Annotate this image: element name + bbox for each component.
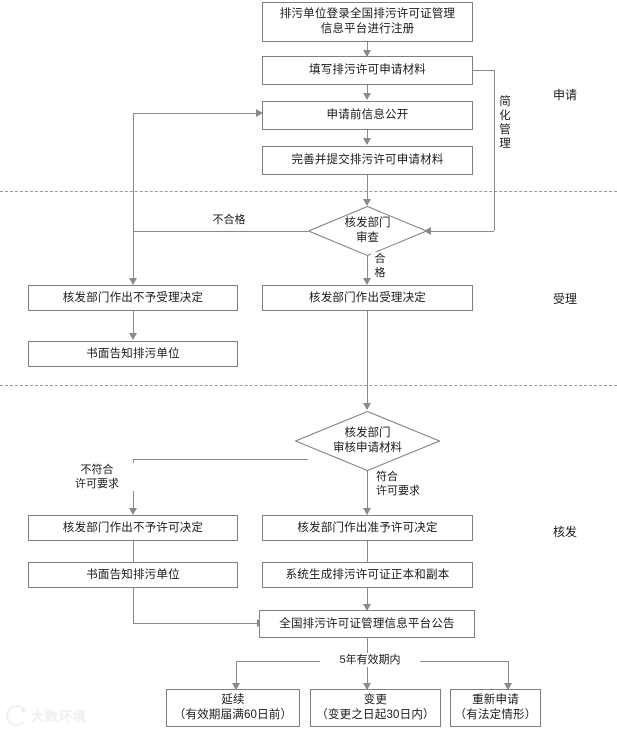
connector-branch-to-change: [367, 661, 368, 689]
stage-divider-apply-accept: [0, 191, 617, 192]
node-renew[interactable]: 延续 （有效期届满60日前）: [166, 689, 300, 727]
node-notify-polluter-1[interactable]: 书面告知排污单位: [28, 341, 238, 367]
stage-divider-accept-issue: [0, 385, 617, 386]
feedback-right-top-segment: [473, 70, 494, 71]
node-generate-certificate[interactable]: 系统生成排污许可证正本和副本: [262, 562, 473, 588]
node-grant-permit-decision[interactable]: 核发部门作出准予许可决定: [262, 515, 473, 541]
node-register[interactable]: 排污单位登录全国排污许可证管理 信息平台进行注册: [262, 2, 473, 42]
connector-accept-to-review-apply: [367, 311, 368, 409]
connector-generate-to-platform: [367, 588, 368, 610]
arrow-branch-to-reapply: [504, 683, 512, 690]
edge-label-not-conform: 不符合 许可要求: [60, 463, 134, 491]
arrow-branch-to-renew: [232, 683, 240, 690]
stage-label-apply: 申请: [552, 88, 577, 102]
watermark: 大数环境: [6, 705, 87, 726]
node-notify-polluter-2[interactable]: 书面告知排污单位: [28, 562, 238, 588]
node-no-accept-decision[interactable]: 核发部门作出不予受理决定: [28, 285, 238, 311]
arrow-feedback-into-disclosure: [256, 109, 263, 117]
connector-fill-to-disclosure: [367, 85, 368, 99]
arrow-disclosure-to-submit: [363, 138, 371, 145]
node-accept-decision[interactable]: 核发部门作出受理决定: [262, 285, 473, 311]
feedback-left-bottom-segment: [133, 231, 308, 232]
connector-review-to-accept: [367, 256, 368, 284]
arrow-no-accept-to-notify1: [129, 333, 137, 340]
connector-submit-to-review: [367, 175, 368, 205]
connector-no-permit-to-notify2: [133, 541, 134, 569]
connector-review-apply-to-grant: [367, 459, 368, 514]
stage-label-issue: 核发: [552, 525, 577, 539]
node-review-check-label: 核发部门 审查: [344, 217, 391, 244]
arrow-fill-to-disclosure: [363, 93, 371, 100]
node-review-check-diamond[interactable]: 核发部门 审查: [308, 206, 427, 256]
node-review-apply-diamond[interactable]: 核发部门 审核申请材料: [295, 411, 440, 471]
edge-label-fail-check: 不合格: [200, 213, 258, 227]
arrow-feedback-into-review-diamond: [424, 227, 431, 235]
circle-logo-icon: [6, 705, 27, 726]
arrow-to-no-permit: [129, 508, 137, 515]
connector-disclosure-to-submit: [367, 130, 368, 144]
node-pre-disclosure[interactable]: 申请前信息公开: [262, 101, 473, 130]
connector-register-to-fill: [367, 42, 368, 56]
diamond-shape-icon: [295, 411, 440, 471]
arrow-branch-to-change: [363, 683, 371, 690]
arrow-fail-to-no-accept: [129, 278, 137, 285]
node-review-apply-label: 核发部门 审核申请材料: [333, 427, 402, 454]
connector-fail-to-no-accept: [133, 231, 134, 284]
arrow-to-grant-permit: [363, 508, 371, 515]
node-change[interactable]: 变更 （变更之日起30日内）: [310, 689, 441, 727]
arrow-submit-to-review: [363, 199, 371, 206]
arrow-register-to-fill: [363, 50, 371, 57]
connector-platform-down: [367, 638, 368, 661]
arrow-accept-to-review-apply: [363, 403, 371, 410]
connector-grant-to-generate: [367, 541, 368, 569]
connector-notify2-to-platform: [133, 623, 259, 624]
watermark-text: 大数环境: [31, 709, 88, 724]
arrow-review-to-accept: [363, 278, 371, 285]
feedback-right-bottom-segment: [427, 231, 494, 232]
side-label-simplified-management: 简化管理: [498, 95, 512, 151]
stage-label-accept: 受理: [552, 292, 577, 306]
node-no-permit-decision[interactable]: 核发部门作出不予许可决定: [28, 515, 238, 541]
edge-label-conform: 符合 许可要求: [374, 470, 448, 498]
node-reapply[interactable]: 重新申请 （有法定情形）: [450, 689, 541, 727]
edge-label-pass-check: 合 格: [371, 252, 389, 280]
connector-notify2-down: [133, 588, 134, 623]
feedback-left-top-segment: [133, 113, 258, 114]
feedback-right-vertical: [494, 70, 495, 231]
connector-no-accept-to-notify1: [133, 311, 134, 339]
node-platform-notice[interactable]: 全国排污许可证管理信息平台公告: [259, 610, 475, 638]
connector-review-apply-left-h: [133, 459, 308, 460]
connector-branch-to-reapply: [508, 661, 509, 689]
connector-branch-to-renew: [236, 661, 237, 689]
node-submit-materials[interactable]: 完善并提交排污许可申请材料: [262, 146, 473, 175]
node-fill-materials[interactable]: 填写排污许可申请材料: [262, 56, 473, 85]
diamond-shape-icon: [308, 206, 427, 256]
edge-label-validity-period: 5年有效期内: [320, 653, 420, 667]
arrow-generate-to-platform: [363, 604, 371, 611]
feedback-left-vertical: [133, 113, 134, 231]
